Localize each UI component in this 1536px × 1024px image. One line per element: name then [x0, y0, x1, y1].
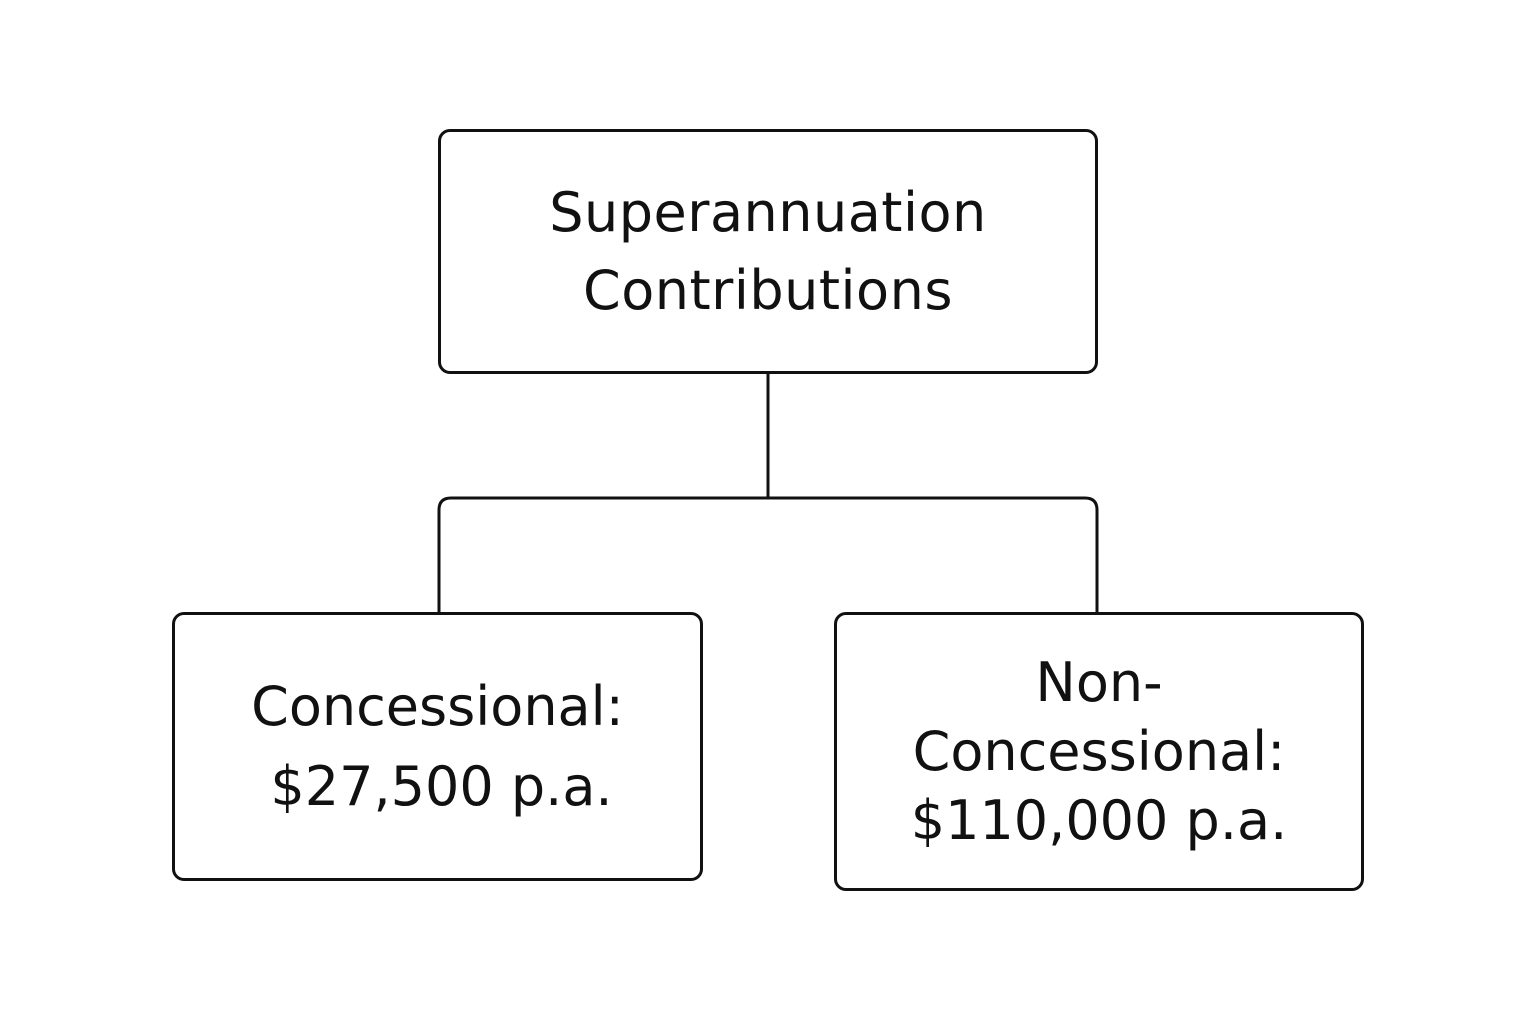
root-node-label-line-2: Contributions: [583, 258, 953, 322]
concessional-cap-value: $27,500 p.a.: [270, 754, 613, 818]
non-concessional-label-line-2: Concessional:: [912, 720, 1286, 783]
concessional-label: Concessional:: [251, 674, 624, 738]
non-concessional-cap-value: $110,000 p.a.: [910, 789, 1288, 852]
non-concessional-label-line-1: Non-: [1035, 651, 1163, 714]
root-node-label-line-1: Superannuation: [549, 180, 987, 244]
child-node-non-concessional: Non- Concessional: $110,000 p.a.: [834, 612, 1364, 891]
root-node-superannuation-contributions: Superannuation Contributions: [438, 129, 1098, 374]
child-node-concessional: Concessional: $27,500 p.a.: [172, 612, 703, 881]
branch-bracket-line: [437, 496, 1099, 612]
